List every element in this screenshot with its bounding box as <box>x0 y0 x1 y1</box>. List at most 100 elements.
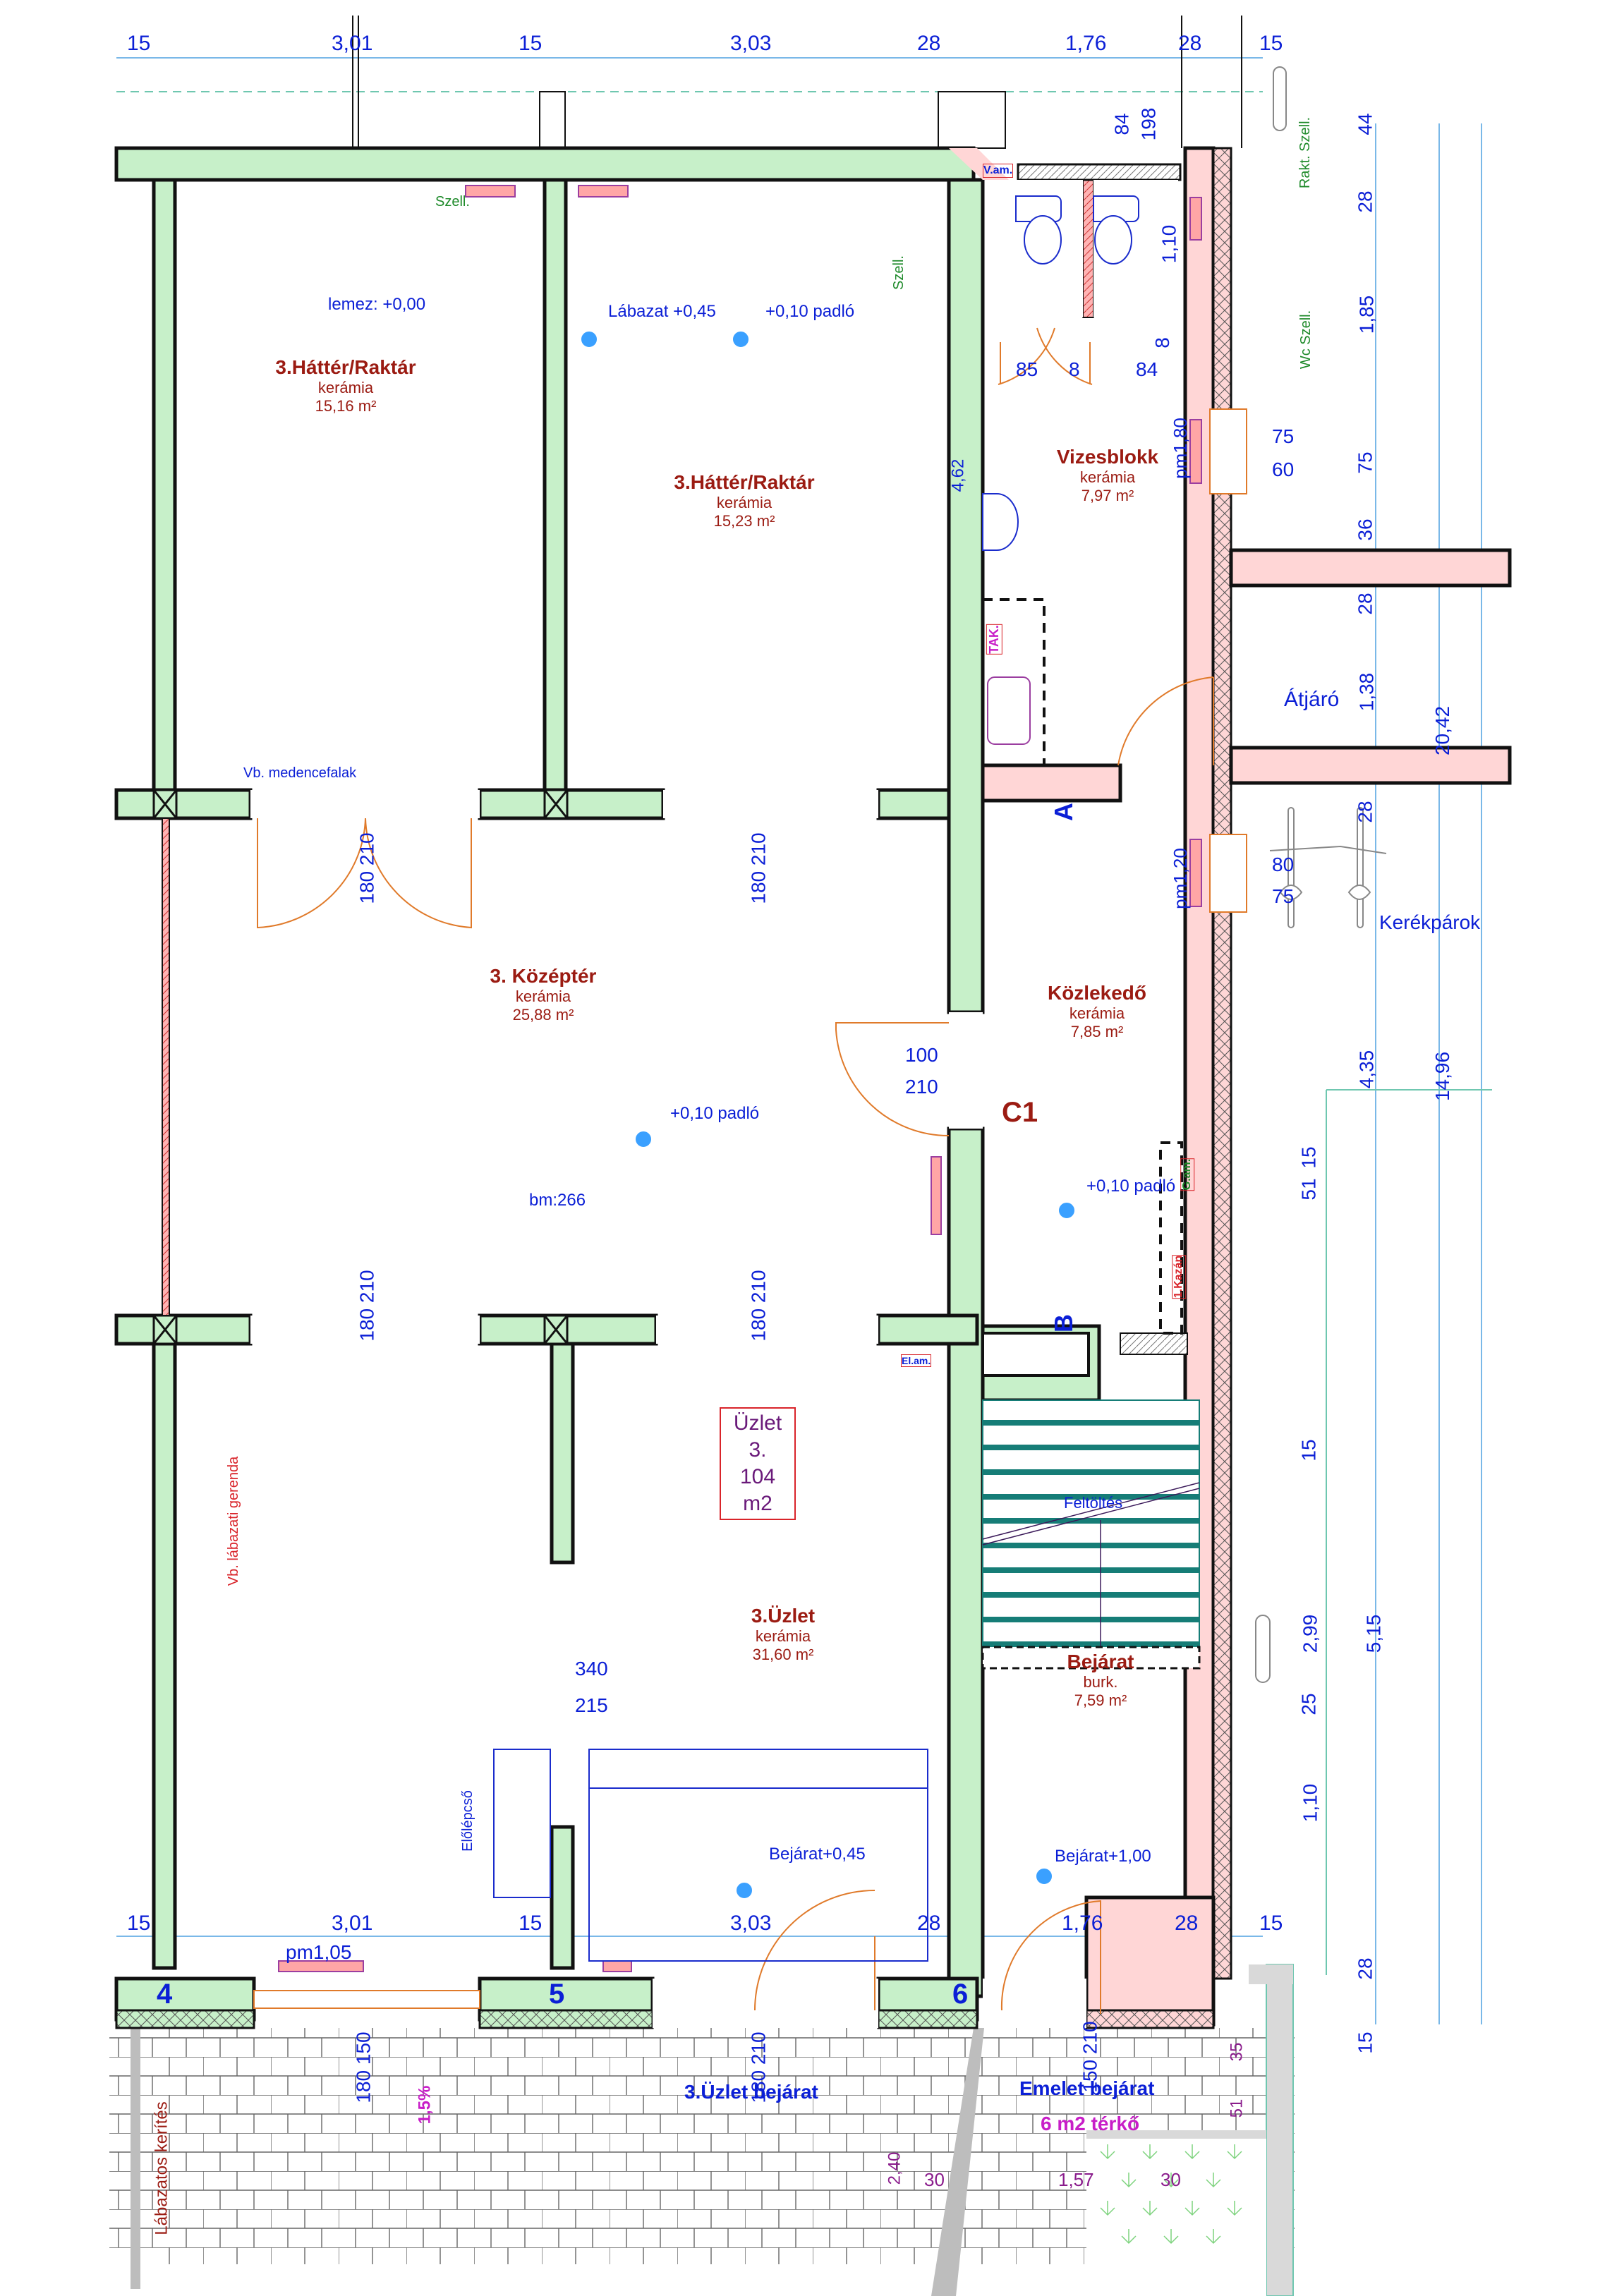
tag-kazan: 1.Kazán <box>1172 1254 1187 1299</box>
level-bejarat-045: Bejárat+0,45 <box>769 1845 866 1864</box>
dim-wc-110: 1,10 <box>1158 224 1180 264</box>
dim-right-15c: 15 <box>1354 2031 1376 2054</box>
paving-area <box>109 1964 1295 2296</box>
room-material: burk. <box>1083 1673 1118 1691</box>
room-material: kerámia <box>317 379 374 396</box>
door-180-210-b: 180 210 <box>748 832 770 904</box>
dimension-lines <box>116 16 1492 2024</box>
room-kozepter: 3. Középtér kerámia 25,88 m² <box>452 965 635 1024</box>
dim-top-3: 15 <box>519 32 543 55</box>
dim-wc-85: 85 <box>1016 358 1038 380</box>
note-elolepcso: Előlépcső <box>459 1790 475 1852</box>
note-szell-2: Szell. <box>890 255 907 290</box>
win1-h: 60 <box>1272 458 1295 480</box>
dim-bottom-1: 15 <box>127 1912 151 1935</box>
door-height: 210 <box>356 1270 378 1304</box>
room-name: 3.Háttér/Raktár <box>275 356 416 378</box>
dim-right-44: 44 <box>1354 113 1376 135</box>
room-material: kerámia <box>1079 468 1136 486</box>
door-height: 210 <box>356 832 378 866</box>
unit-area: 104 m2 <box>739 1465 776 1515</box>
dim-right-15a: 15 <box>1297 1146 1320 1169</box>
room-name: Vizesblokk <box>1056 446 1159 468</box>
door-width: 180 <box>747 1308 770 1342</box>
door-180-210-c: 180 210 <box>356 1270 379 1341</box>
dim-top-2: 3,01 <box>332 32 373 55</box>
note-emelet-bejarat: Emelet bejárat <box>1019 2077 1155 2099</box>
dim-bottom-5: 28 <box>917 1912 941 1935</box>
level-padlo-kozl: +0,10 padló <box>1086 1177 1176 1196</box>
note-slope: 1,5% <box>415 2085 435 2125</box>
door-width: 180 <box>352 2070 375 2103</box>
grid-axis-5: 5 <box>549 1979 565 2010</box>
level-lemez: lemez: +0,00 <box>328 295 426 314</box>
sanitary-fixtures <box>982 180 1183 1335</box>
section-a: A <box>1049 803 1078 821</box>
dim-paving-157: 1,57 <box>1058 2169 1094 2190</box>
dim-top-1: 15 <box>127 32 151 55</box>
door-height: 210 <box>747 2031 770 2065</box>
dim-right-28d: 28 <box>1354 1957 1376 1980</box>
dim-bottom-4: 3,03 <box>730 1912 772 1935</box>
note-uzlet-bejarat: 3.Üzlet bejárat <box>684 2081 818 2103</box>
tag-vam: V.am. <box>983 164 1014 178</box>
door-180-210-d: 180 210 <box>748 1270 770 1341</box>
level-padlo-mid: +0,10 padló <box>670 1104 760 1123</box>
stair <box>981 1399 1201 1670</box>
door-width: 180 <box>356 1308 378 1342</box>
room-area: 7,59 m² <box>1074 1691 1127 1709</box>
door-height: 150 <box>352 2031 375 2065</box>
dim-total-515: 5,15 <box>1362 1614 1385 1653</box>
dim-top-6: 1,76 <box>1065 32 1107 55</box>
bicycle-icon <box>1269 807 1387 928</box>
window-pm105: pm1,05 <box>286 1941 352 1963</box>
level-markers <box>581 332 1074 1898</box>
level-padlo-top: +0,10 padló <box>765 302 855 321</box>
grid-axis-6: 6 <box>952 1979 969 2010</box>
radiators <box>278 185 1202 1972</box>
room-name: 3.Háttér/Raktár <box>674 471 815 493</box>
window-pm180: pm1,80 <box>1169 418 1191 479</box>
section-b: B <box>1049 1314 1078 1332</box>
room-bejarat: Bejárat burk. 7,59 m² <box>1037 1651 1164 1710</box>
dim-bottom-2: 3,01 <box>332 1912 373 1935</box>
level-bm: bm:266 <box>529 1191 586 1210</box>
doors <box>250 327 1214 2028</box>
unit-name: Üzlet 3. <box>733 1411 782 1462</box>
win1-w: 75 <box>1272 425 1295 447</box>
room-area: 7,85 m² <box>1070 1023 1124 1040</box>
tag-gam: G.am. <box>1180 1158 1195 1191</box>
win2-w: 80 <box>1272 854 1295 875</box>
dim-total-2042: 20,42 <box>1431 705 1454 756</box>
dim-top-7: 28 <box>1178 32 1202 55</box>
dim-right-51: 51 <box>1297 1178 1320 1201</box>
door-180-150: 180 150 <box>353 2031 375 2103</box>
grid-axis-4: 4 <box>157 1979 173 2010</box>
dim-paving-240: 2,40 <box>885 2151 904 2185</box>
masonry-walls <box>949 146 1512 2029</box>
room-name: 3. Középtér <box>490 965 597 987</box>
dim-bottom-8: 15 <box>1259 1912 1283 1935</box>
level-bejarat-100: Bejárat+1,00 <box>1055 1847 1151 1866</box>
dim-right-138: 1,38 <box>1355 672 1378 712</box>
room-area: 15,23 m² <box>713 512 775 530</box>
note-medencefalak: Vb. medencefalak <box>243 765 357 781</box>
level-labazat: Lábazat +0,45 <box>608 302 716 321</box>
bollard-icon <box>1255 66 1287 1683</box>
dim-bottom-6: 1,76 <box>1062 1912 1103 1935</box>
room-area: 7,97 m² <box>1081 487 1134 504</box>
dim-right-36: 36 <box>1354 518 1376 541</box>
dim-paving-30b: 30 <box>1161 2169 1181 2190</box>
note-wc-szell: Wc Szell. <box>1298 310 1314 370</box>
room-kozlekedo: Közlekedő kerámia 7,85 m² <box>1026 982 1168 1041</box>
dim-right-15b: 15 <box>1297 1439 1320 1462</box>
dim-right-299: 2,99 <box>1299 1614 1321 1653</box>
door-100-w: 100 <box>905 1044 938 1066</box>
dim-paving-35: 35 <box>1227 2042 1247 2062</box>
windows <box>253 408 1247 2009</box>
dim-wc-84b: 84 <box>1110 113 1133 135</box>
note-feltoltes: Feltöltés <box>1064 1494 1123 1512</box>
room-area: 15,16 m² <box>315 397 377 415</box>
note-labazatos-kerites: Lábazatos kerítés <box>152 2101 171 2235</box>
room-uzlet: 3.Üzlet kerámia 31,60 m² <box>713 1605 854 1664</box>
